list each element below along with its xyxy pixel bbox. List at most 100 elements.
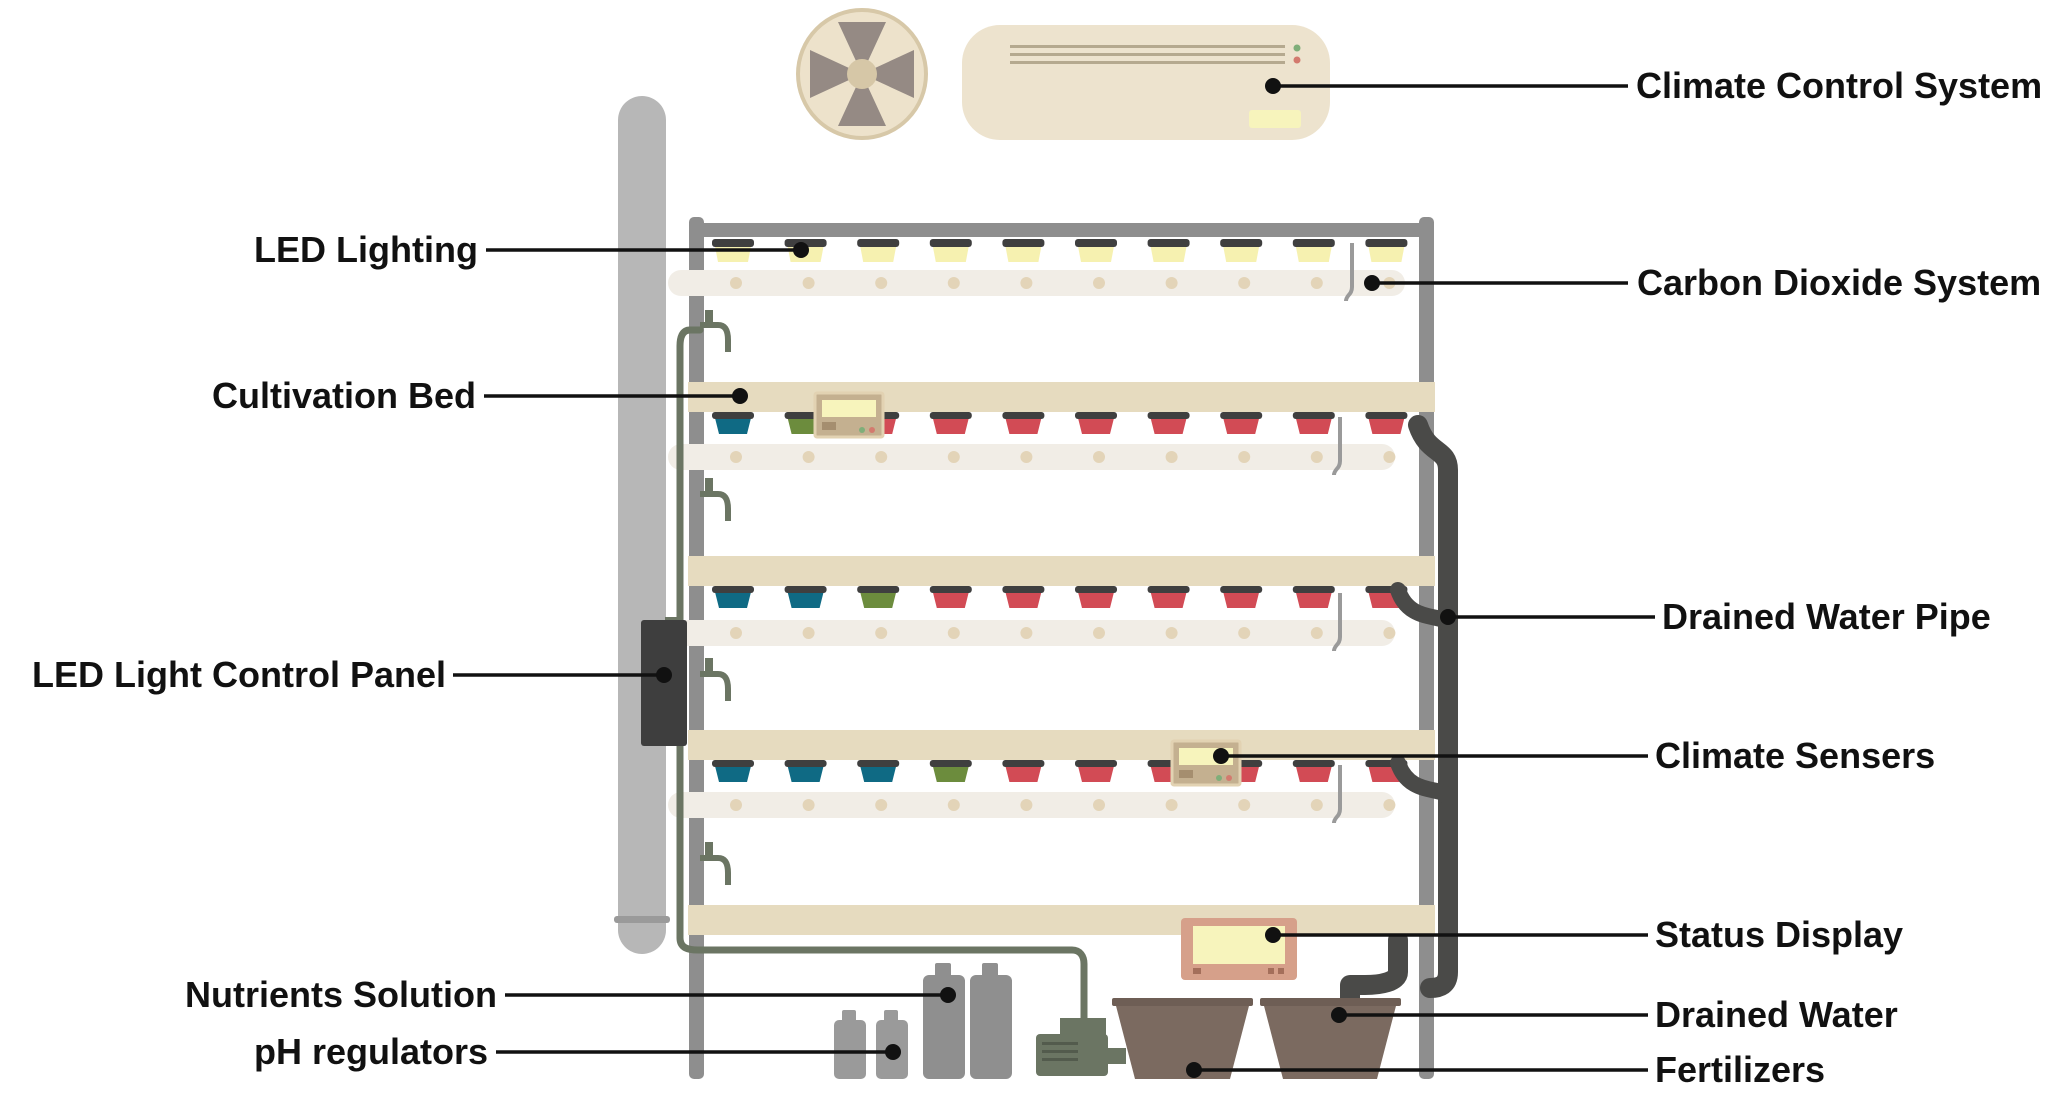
label-status-display: Status Display <box>1655 914 1903 955</box>
plant-pot-rim <box>1292 586 1335 593</box>
plant-pot-rim <box>1292 412 1335 419</box>
tube-hole <box>1383 451 1396 463</box>
plant-pot-rim <box>1220 412 1263 419</box>
bottle-icon <box>923 963 965 1079</box>
fan-icon <box>796 8 928 140</box>
label-fertilizers: Fertilizers <box>1655 1049 1825 1090</box>
tube-hole <box>947 799 960 811</box>
tube-hole <box>947 627 960 639</box>
led-light-cap <box>1002 239 1045 247</box>
led-light-cap <box>1365 239 1408 247</box>
label-led-light-control-panel: LED Light Control Panel <box>32 654 446 695</box>
growing-rows <box>668 239 1435 824</box>
led-light-cap <box>1220 239 1263 247</box>
plant-pot-rim <box>1002 586 1045 593</box>
co2-tube <box>1332 765 1342 824</box>
water-tap-icon <box>700 310 731 352</box>
led-light-cap <box>1292 239 1335 247</box>
bottle-icon <box>970 963 1012 1079</box>
plant-pot-rim <box>784 586 827 593</box>
callout-labels: Climate Control System LED Lighting Carb… <box>32 65 2042 1090</box>
tube-hole <box>1165 277 1178 289</box>
label-led-lighting: LED Lighting <box>254 229 478 270</box>
plant-pot-rim <box>929 760 972 767</box>
plant-pot-rim <box>1075 760 1117 767</box>
tube-hole <box>1020 451 1033 463</box>
plant-pot-rim <box>1075 412 1117 419</box>
callout-lines <box>453 78 1655 1078</box>
grow-tube <box>668 270 1405 296</box>
bottle-icon <box>834 1010 866 1079</box>
tube-hole <box>1383 799 1396 811</box>
label-ph-regulators: pH regulators <box>254 1031 488 1072</box>
label-climate-control-system: Climate Control System <box>1636 65 2042 106</box>
label-cultivation-bed: Cultivation Bed <box>212 375 476 416</box>
tube-hole <box>1383 627 1396 639</box>
led-light-cap <box>857 239 900 247</box>
led-light-cap <box>1147 239 1190 247</box>
co2-tube <box>1344 243 1354 302</box>
water-tap-icon <box>700 478 731 521</box>
drained-water-basin <box>1260 998 1401 1079</box>
tube-hole <box>1093 799 1105 811</box>
tube-hole <box>1310 451 1323 463</box>
bottom-shelf <box>688 905 1435 935</box>
plant-pot-rim <box>784 760 827 767</box>
plant-pot-rim <box>1220 586 1263 593</box>
plant-pot-rim <box>929 412 972 419</box>
fertilizer-basin <box>1112 998 1253 1079</box>
tube-hole <box>875 277 888 289</box>
tube-hole <box>947 277 960 289</box>
tube-hole <box>730 277 742 289</box>
plant-pot-rim <box>1292 760 1335 767</box>
plant-pot-rim <box>857 760 900 767</box>
plant-pot-rim <box>1002 760 1045 767</box>
tube-hole <box>730 627 742 639</box>
co2-tube <box>1332 593 1342 652</box>
label-carbon-dioxide-system: Carbon Dioxide System <box>1637 262 2041 303</box>
climate-sensor <box>813 391 885 439</box>
led-light-cap <box>1075 239 1117 247</box>
water-tap-icon <box>700 842 731 885</box>
tube-hole <box>1310 627 1323 639</box>
tube-hole <box>1020 799 1033 811</box>
tube-hole <box>1093 451 1105 463</box>
tube-hole <box>1165 799 1178 811</box>
tube-hole <box>802 627 815 639</box>
plant-pot-rim <box>1365 412 1408 419</box>
tube-hole <box>1238 451 1251 463</box>
label-nutrients-solution: Nutrients Solution <box>185 974 497 1015</box>
led-light-cap <box>712 239 754 247</box>
tube-hole <box>1165 451 1178 463</box>
plant-pot-rim <box>1147 412 1190 419</box>
plant-pot-rim <box>857 586 900 593</box>
plant-pot-rim <box>712 412 754 419</box>
tube-hole <box>802 451 815 463</box>
plant-pot-rim <box>1147 586 1190 593</box>
tube-hole <box>1165 627 1178 639</box>
co2-tube <box>1332 417 1342 476</box>
tube-hole <box>875 451 888 463</box>
supply-pipe <box>665 310 1088 1024</box>
tube-hole <box>1238 627 1251 639</box>
water-tank <box>614 96 670 954</box>
status-display <box>1181 918 1297 980</box>
plant-pot-rim <box>929 586 972 593</box>
cultivation-shelf <box>688 556 1435 586</box>
tube-hole <box>802 277 815 289</box>
water-tap-icon <box>700 658 731 701</box>
tube-hole <box>875 627 888 639</box>
tube-hole <box>947 451 960 463</box>
tube-hole <box>1020 277 1033 289</box>
tube-hole <box>1238 277 1251 289</box>
tube-hole <box>1093 627 1105 639</box>
label-drained-water-pipe: Drained Water Pipe <box>1662 596 1991 637</box>
tube-hole <box>875 799 888 811</box>
plant-pot-rim <box>712 760 754 767</box>
plant-pot-rim <box>1002 412 1045 419</box>
plant-pot-rim <box>1075 586 1117 593</box>
tube-hole <box>1020 627 1033 639</box>
tube-hole <box>1093 277 1105 289</box>
tube-hole <box>730 799 742 811</box>
